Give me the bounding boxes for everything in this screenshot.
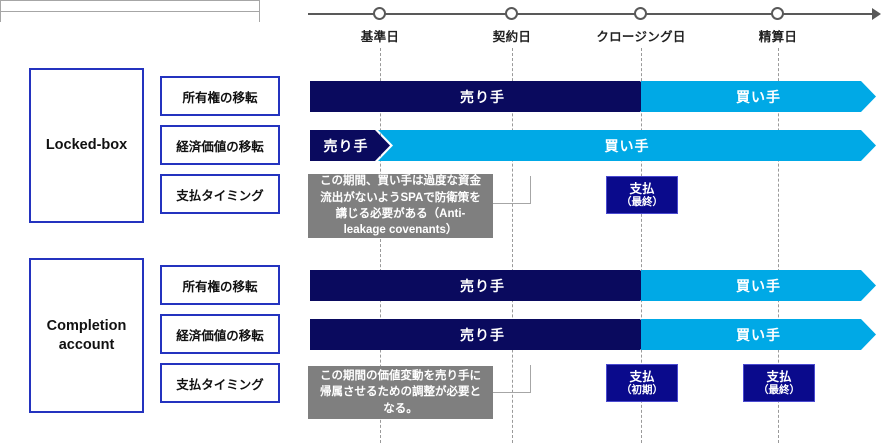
row-label-payment-timing-ca: 支払タイミング: [160, 363, 280, 403]
bracket-lb-period: [0, 0, 260, 11]
gridline-reference-date: [380, 48, 381, 443]
callout-locked-box: この期間、買い手は過度な資金流出がないようSPAで防衛策を講じる必要がある（An…: [308, 174, 493, 238]
section-title-line1: Completion: [46, 318, 127, 335]
timeline-label-reference-date: 基準日: [360, 30, 400, 44]
timeline-arrow-icon: [872, 8, 881, 20]
row-label-economic-value-transfer-ca: 経済価値の移転: [160, 314, 280, 354]
bar-label: 売り手: [460, 277, 505, 294]
bracket-lb-stem: [530, 176, 531, 203]
row-label-payment-timing-lb: 支払タイミング: [160, 174, 280, 214]
payment-box-ca-final: 支払 （最終）: [743, 364, 815, 402]
section-title-locked-box: Locked-box: [29, 68, 144, 223]
section-title-completion-account: Completion account: [29, 258, 144, 413]
timeline-label-settlement-date: 精算日: [758, 30, 798, 44]
timeline-label-signing-date: 契約日: [492, 30, 532, 44]
payment-title: 支払: [766, 369, 792, 384]
bar-label: 買い手: [604, 137, 650, 154]
bar-ca-economic-buyer: 買い手: [641, 319, 876, 350]
timeline-node-signing-date: [505, 7, 518, 20]
timeline-node-closing-date: [634, 7, 647, 20]
row-label-economic-value-transfer-lb: 経済価値の移転: [160, 125, 280, 165]
gridline-settlement-date: [778, 48, 779, 443]
bar-label: 買い手: [736, 88, 781, 105]
payment-title: 支払: [629, 369, 655, 384]
gridline-closing-date: [641, 48, 642, 443]
timeline-axis: [308, 13, 878, 15]
bar-lb-ownership-seller: 売り手: [310, 81, 655, 112]
payment-title: 支払: [629, 181, 655, 196]
bar-label: 売り手: [460, 326, 505, 343]
bracket-ca-elbow: [492, 392, 531, 393]
bar-lb-ownership-buyer: 買い手: [641, 81, 876, 112]
callout-completion-account: この期間の価値変動を売り手に帰属させるための調整が必要となる。: [308, 366, 493, 419]
bar-lb-economic-seller: 売り手: [310, 130, 390, 161]
bracket-ca-stem: [530, 365, 531, 392]
gridline-signing-date: [512, 48, 513, 443]
bar-ca-ownership-buyer: 買い手: [641, 270, 876, 301]
bracket-lb-elbow: [492, 203, 531, 204]
timeline-node-settlement-date: [771, 7, 784, 20]
bar-ca-economic-seller: 売り手: [310, 319, 655, 350]
payment-subtitle: （初期）: [621, 384, 663, 397]
bracket-ca-period: [0, 11, 260, 22]
payment-box-ca-initial: 支払 （初期）: [606, 364, 678, 402]
bar-label: 売り手: [323, 137, 369, 154]
bar-label: 売り手: [460, 88, 505, 105]
row-label-ownership-transfer-ca: 所有権の移転: [160, 265, 280, 305]
row-label-ownership-transfer-lb: 所有権の移転: [160, 76, 280, 116]
bar-label: 買い手: [736, 277, 781, 294]
section-title-line2: account: [58, 336, 115, 353]
bar-label: 買い手: [736, 326, 781, 343]
timeline-node-reference-date: [373, 7, 386, 20]
payment-subtitle: （最終）: [758, 384, 800, 397]
payment-subtitle: （最終）: [621, 196, 663, 209]
bar-lb-economic-buyer: 買い手: [378, 130, 876, 161]
payment-box-lb-final: 支払 （最終）: [606, 176, 678, 214]
bar-ca-ownership-seller: 売り手: [310, 270, 655, 301]
timeline-label-closing-date: クロージング日: [596, 30, 686, 44]
